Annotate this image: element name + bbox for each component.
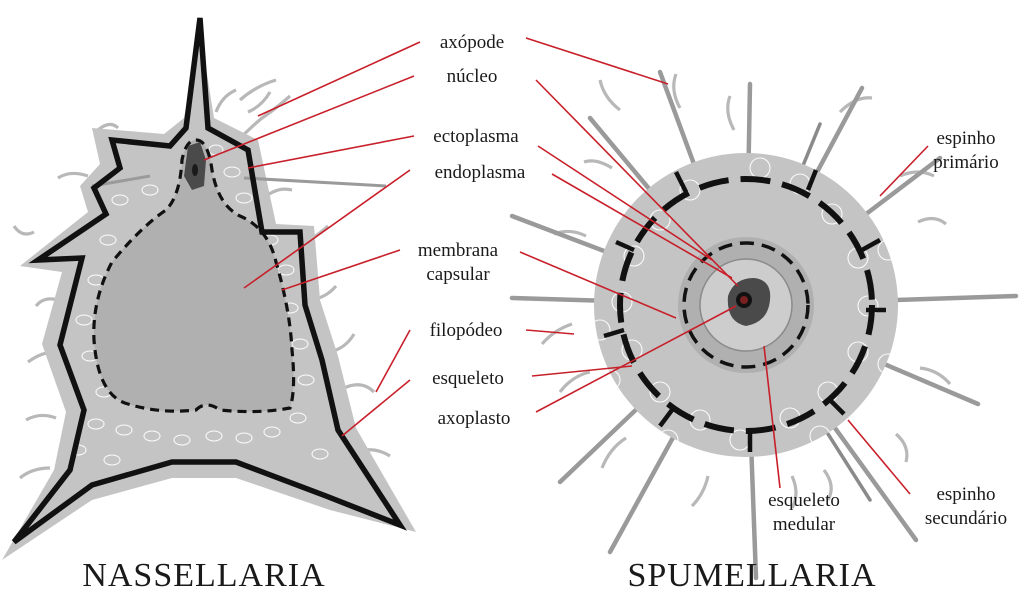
- label-esqueleto-medular-line1: esqueleto: [768, 490, 840, 511]
- label-ectoplasma: ectoplasma: [433, 126, 519, 147]
- label-espinho-secundario-line2: secundário: [925, 508, 1007, 529]
- label-endoplasma: endoplasma: [435, 162, 526, 183]
- label-esqueleto-medular-line2: medular: [773, 514, 836, 535]
- label-espinho-primario-line1: espinho: [936, 128, 995, 149]
- title-nassellaria: NASSELLARIA: [82, 557, 325, 594]
- label-espinho-secundario-line1: espinho: [936, 484, 995, 505]
- label-nucleo: núcleo: [447, 66, 498, 87]
- label-membrana-line1: membrana: [418, 240, 499, 261]
- label-espinho-primario-line2: primário: [933, 152, 998, 173]
- spumellaria-axoplast: [740, 296, 748, 304]
- label-membrana-line2: capsular: [426, 264, 490, 285]
- nassellaria-nucleolus: [192, 164, 198, 176]
- label-filopodeo: filopódeo: [430, 320, 503, 341]
- label-axopode: axópode: [440, 32, 504, 53]
- label-esqueleto: esqueleto: [432, 368, 504, 389]
- label-axoplasto: axoplasto: [438, 408, 511, 429]
- title-spumellaria: SPUMELLARIA: [627, 557, 876, 594]
